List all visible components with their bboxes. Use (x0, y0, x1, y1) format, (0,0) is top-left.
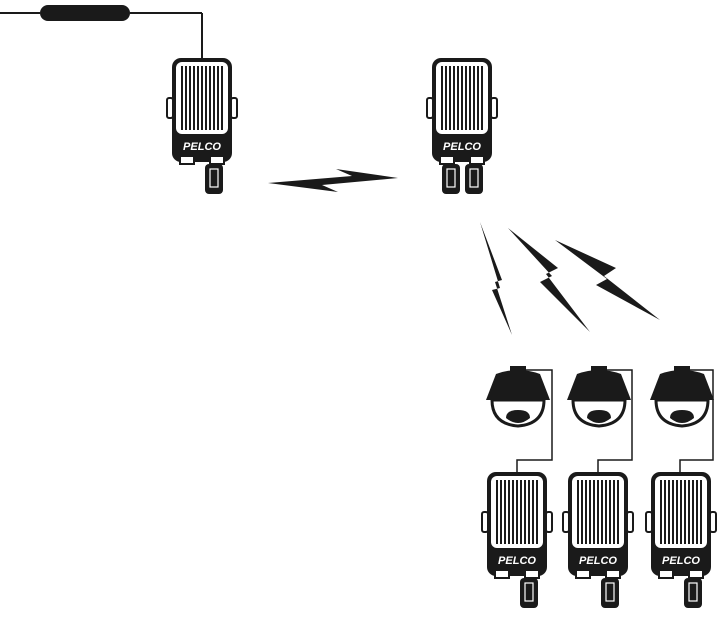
brand-label: PELCO (443, 141, 481, 153)
wireless-link-bolt (480, 222, 512, 335)
brand-label: PELCO (498, 555, 536, 567)
remote-transceiver: PELCO (482, 472, 552, 608)
wireless-link-bolt (268, 169, 398, 192)
brand-label: PELCO (662, 555, 700, 567)
remote-site-3: PELCO (646, 366, 716, 608)
control-cable (0, 5, 202, 58)
head-end-transceiver: PELCO (167, 58, 237, 194)
wireless-link-bolt (508, 228, 590, 332)
antenna-icon (601, 578, 619, 608)
antenna-icon (520, 578, 538, 608)
repeater-transceiver: PELCO (427, 58, 497, 194)
antenna-icon (684, 578, 702, 608)
brand-label: PELCO (579, 555, 617, 567)
antenna-icon (205, 164, 223, 194)
remote-transceiver: PELCO (563, 472, 633, 608)
dome-camera-icon (650, 366, 714, 426)
dome-camera-icon (567, 366, 631, 426)
remote-site-1: PELCO (482, 366, 552, 608)
antenna-icon (465, 164, 483, 194)
brand-label: PELCO (183, 141, 221, 153)
dome-camera-icon (486, 366, 550, 426)
remote-site-2: PELCO (563, 366, 633, 608)
cable-connector (40, 5, 130, 21)
antenna-icon (442, 164, 460, 194)
remote-transceiver: PELCO (646, 472, 716, 608)
